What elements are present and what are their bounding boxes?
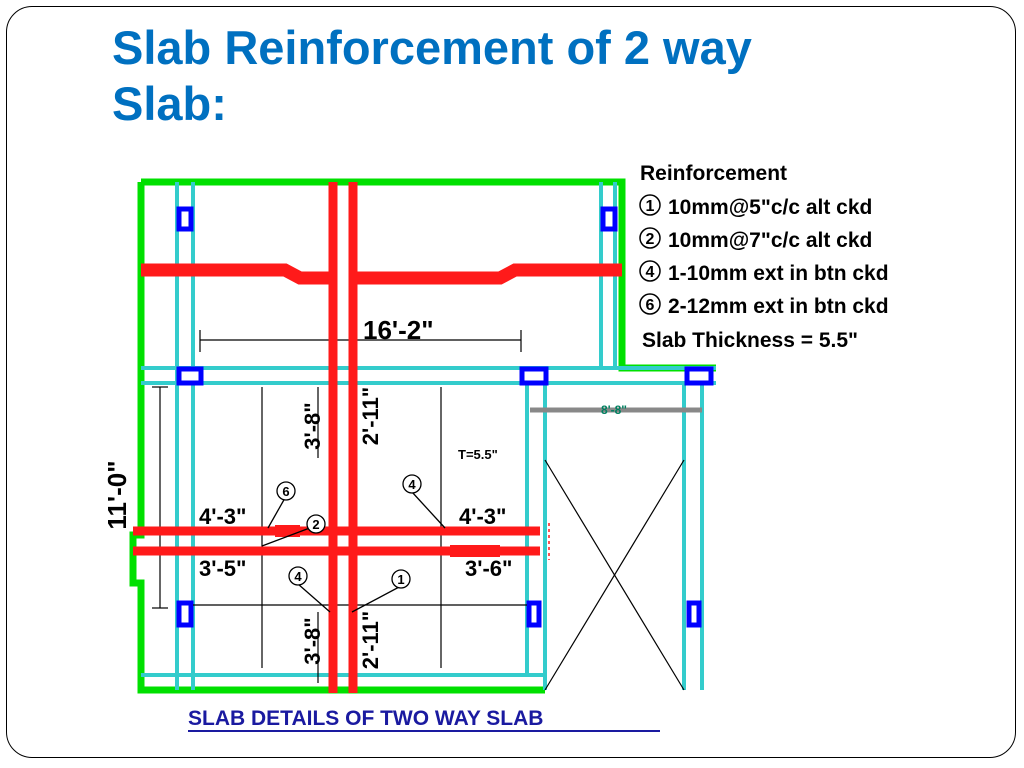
legend-mark-2: 2 xyxy=(646,231,655,248)
rebar-horizontal-top-right xyxy=(353,263,622,285)
dim-top-left-long: 2'-11" xyxy=(358,387,383,445)
rebar-group xyxy=(133,182,622,693)
bar-mark-circle-4-right xyxy=(402,474,422,494)
column-top-left xyxy=(176,206,194,232)
column-mid-left xyxy=(176,366,204,386)
column-bottom-right xyxy=(686,600,702,628)
legend-item-1: 10mm@5"c/c alt ckd xyxy=(668,196,872,219)
bar-mark-callouts xyxy=(261,474,446,613)
dim-span-height: 11'-0" xyxy=(102,460,132,529)
legend-mark-circle-4 xyxy=(639,260,661,282)
dim-left-upper: 4'-3" xyxy=(199,504,246,529)
legend-item-4: 1-10mm ext in btn ckd xyxy=(668,262,889,285)
beam-outlines xyxy=(141,182,716,690)
dim-right-lower: 3'-6" xyxy=(465,556,512,581)
legend-mark-circle-1 xyxy=(639,194,661,216)
dim-landing: 8'-8" xyxy=(601,403,627,417)
rebar-horizontal-top-left xyxy=(141,263,333,285)
slide-title: Slab Reinforcement of 2 way Slab: xyxy=(112,20,752,132)
legend-item-6: 2-12mm ext in btn ckd xyxy=(668,295,889,318)
legend-item-2: 10mm@7"c/c alt ckd xyxy=(668,229,872,252)
slide-title-line-1: Slab Reinforcement of 2 way xyxy=(112,21,752,74)
slide-title-line-2: Slab: xyxy=(112,77,227,130)
legend-heading: Reinforcement xyxy=(640,162,787,185)
legend: Reinforcement 1 10mm@5"c/c alt ckd 2 10m… xyxy=(639,162,889,352)
column-bottom-left xyxy=(176,600,194,628)
slab-thickness-note: T=5.5" xyxy=(458,447,498,462)
dim-bottom-left-long: 2'-11" xyxy=(358,611,383,669)
legend-mark-1: 1 xyxy=(646,198,655,215)
legend-mark-circle-2 xyxy=(639,227,661,249)
bar-mark-circle-2 xyxy=(306,514,326,534)
bar-mark-4-left: 4 xyxy=(294,569,302,584)
drawing-caption: SLAB DETAILS OF TWO WAY SLAB xyxy=(188,707,543,730)
column-mid-center xyxy=(519,366,549,386)
bar-mark-6: 6 xyxy=(282,484,289,499)
dim-top-left-short: 3'-8" xyxy=(300,402,325,449)
column-bottom-mid xyxy=(526,600,542,628)
bar-mark-1: 1 xyxy=(397,572,404,587)
column-mid-right xyxy=(684,366,714,386)
dim-span-width: 16'-2" xyxy=(363,315,434,345)
legend-slab-thickness: Slab Thickness = 5.5" xyxy=(642,329,858,352)
bar-mark-circle-4-left xyxy=(288,566,308,586)
columns xyxy=(176,206,714,628)
legend-mark-6: 6 xyxy=(646,297,655,314)
dim-bottom-left-short: 3'-8" xyxy=(300,617,325,664)
outer-wall-outline xyxy=(129,178,716,694)
legend-mark-circle-6 xyxy=(639,293,661,315)
column-top-right xyxy=(600,206,618,232)
bar-mark-2: 2 xyxy=(312,517,319,532)
bar-mark-4-right: 4 xyxy=(408,477,416,492)
bar-mark-circle-1 xyxy=(391,569,411,589)
dim-right-upper: 4'-3" xyxy=(459,504,506,529)
legend-mark-4: 4 xyxy=(646,264,655,281)
dim-left-lower: 3'-5" xyxy=(199,556,246,581)
bar-mark-circle-6 xyxy=(276,481,296,501)
